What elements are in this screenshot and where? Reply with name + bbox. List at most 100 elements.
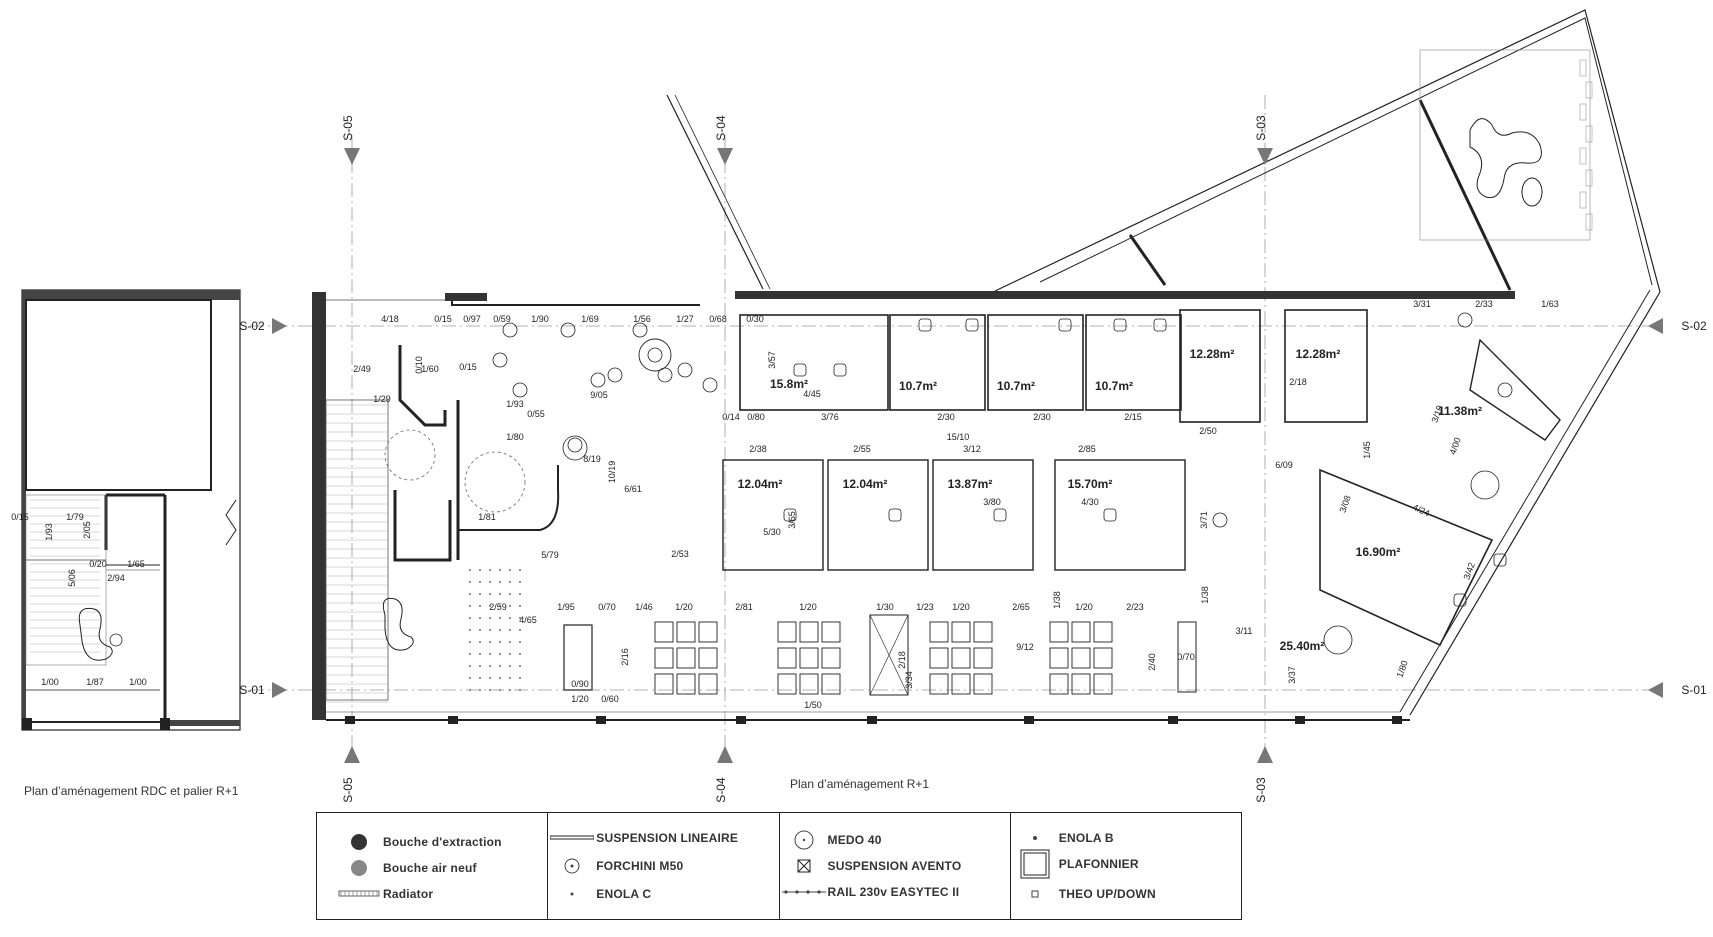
dimension-label: 0/70 bbox=[1177, 652, 1195, 662]
section-marker-arrow bbox=[717, 148, 733, 165]
dimension-label: 4/18 bbox=[381, 314, 399, 324]
dimension-label: 1/38 bbox=[1200, 586, 1210, 604]
medo-icon bbox=[780, 828, 828, 852]
legend-label: Bouche air neuf bbox=[383, 861, 477, 875]
dimension-label: 3/57 bbox=[767, 351, 777, 369]
dimension-label: 1/60 bbox=[421, 364, 439, 374]
section-marker-arrow bbox=[344, 746, 360, 763]
dimension-label: 4/00 bbox=[1447, 436, 1462, 456]
legend-item-rail: RAIL 230v EASYTEC II bbox=[780, 879, 1010, 905]
legend-item-suspension_lineaire: SUSPENSION LINEAIRE bbox=[548, 825, 778, 851]
dimension-label: 2/49 bbox=[353, 364, 371, 374]
dimension-label: 15/10 bbox=[947, 432, 970, 442]
room-area-label: 12.04m² bbox=[738, 477, 783, 491]
enola-c-icon bbox=[548, 882, 596, 906]
dimension-label: 10/19 bbox=[607, 461, 617, 484]
legend-label: MEDO 40 bbox=[827, 833, 882, 847]
dimension-label: 8/19 bbox=[583, 454, 601, 464]
legend-column: ENOLA B PLAFONNIER THEO UP/DOWN bbox=[1009, 813, 1241, 919]
dimension-label: 0/68 bbox=[709, 314, 727, 324]
dimension-label: 0/15 bbox=[459, 362, 477, 372]
dimension-label: 0/10 bbox=[414, 356, 424, 374]
dimension-label: 0/55 bbox=[527, 409, 545, 419]
dimension-label: 3/71 bbox=[1199, 511, 1209, 529]
legend-label: FORCHINI M50 bbox=[596, 859, 684, 873]
dimension-label: 5/30 bbox=[763, 527, 781, 537]
linear-suspension-icon bbox=[548, 826, 596, 850]
legend-item-radiator: Radiator bbox=[317, 881, 547, 907]
dimension-label: 5/79 bbox=[541, 550, 559, 560]
dimension-label: 1/93 bbox=[44, 523, 54, 541]
legend-label: PLAFONNIER bbox=[1058, 857, 1139, 871]
legend-label: Radiator bbox=[383, 887, 434, 901]
room-area-label: 25.40m² bbox=[1280, 639, 1325, 653]
forchini-icon bbox=[548, 854, 596, 878]
room-area-label: 10.7m² bbox=[997, 379, 1035, 393]
room-area-label: 12.04m² bbox=[843, 477, 888, 491]
section-marker-arrow bbox=[272, 318, 287, 334]
section-marker-arrow bbox=[272, 682, 287, 698]
legend-label: THEO UP/DOWN bbox=[1058, 887, 1156, 901]
dimension-label: 3/08 bbox=[1337, 494, 1352, 514]
dimension-label: 1/81 bbox=[478, 512, 496, 522]
filled-dark-circle-icon bbox=[335, 830, 383, 854]
dimension-label: 3/31 bbox=[1413, 299, 1431, 309]
legend-item-bouche_air_neuf: Bouche air neuf bbox=[317, 855, 547, 881]
dimension-label: 9/12 bbox=[1016, 642, 1034, 652]
rail-icon bbox=[780, 880, 828, 904]
legend-label: ENOLA B bbox=[1058, 831, 1114, 845]
section-label-top: S-03 bbox=[1254, 115, 1268, 141]
dimension-label: 0/20 bbox=[89, 559, 107, 569]
section-label-left: S-01 bbox=[239, 683, 265, 697]
dimension-label: 1/90 bbox=[531, 314, 549, 324]
section-label-top: S-04 bbox=[714, 115, 728, 141]
dimension-label: 5/06 bbox=[67, 569, 77, 587]
dimension-label: 4/24 bbox=[1411, 502, 1431, 518]
dimension-label: 3/65 bbox=[787, 511, 797, 529]
dimension-label: 1/69 bbox=[581, 314, 599, 324]
dimension-label: 2/18 bbox=[1289, 377, 1307, 387]
dimension-label: 0/60 bbox=[601, 694, 619, 704]
section-axis-lines bbox=[250, 95, 1660, 750]
room-area-label: 15.70m² bbox=[1068, 477, 1113, 491]
dimension-label: 1/20 bbox=[1075, 602, 1093, 612]
dimension-label: 0/80 bbox=[747, 412, 765, 422]
dimension-label: 3/34 bbox=[904, 671, 914, 689]
dimension-label: 2/38 bbox=[749, 444, 767, 454]
section-marker-arrow bbox=[1257, 746, 1273, 763]
legend-item-avento: SUSPENSION AVENTO bbox=[780, 853, 1010, 879]
dimension-label: 2/55 bbox=[853, 444, 871, 454]
room-area-label: 12.28m² bbox=[1190, 347, 1235, 361]
dimension-label: 1/38 bbox=[1052, 591, 1062, 609]
section-label-bottom: S-04 bbox=[714, 777, 728, 803]
room-area-label: 16.90m² bbox=[1356, 545, 1401, 559]
left-plan-caption: Plan d’aménagement RDC et palier R+1 bbox=[24, 784, 239, 798]
section-marker-arrow bbox=[1257, 148, 1273, 165]
dimension-label: 2/85 bbox=[1078, 444, 1096, 454]
dimension-label: 1/27 bbox=[676, 314, 694, 324]
main-plan-caption: Plan d’aménagement R+1 bbox=[790, 777, 930, 791]
legend-item-forchini: FORCHINI M50 bbox=[548, 853, 778, 879]
dimension-label: 0/70 bbox=[598, 602, 616, 612]
dimension-label: 3/11 bbox=[1236, 626, 1253, 636]
section-marker-arrow bbox=[344, 148, 360, 165]
dimension-label: 1/20 bbox=[675, 602, 693, 612]
building-structure bbox=[21, 9, 1661, 731]
dimension-label: 3/37 bbox=[1287, 666, 1297, 684]
dimension-label: 2/65 bbox=[1012, 602, 1030, 612]
dimension-label: 1/63 bbox=[1541, 299, 1559, 309]
section-label-bottom: S-03 bbox=[1254, 777, 1268, 803]
room-area-label: 10.7m² bbox=[899, 379, 937, 393]
dimension-label: 0/14 bbox=[722, 412, 740, 422]
dimension-label: 1/20 bbox=[571, 694, 589, 704]
dimension-label: 1/56 bbox=[633, 314, 651, 324]
dimension-label: 2/81 bbox=[735, 602, 753, 612]
legend-label: Bouche d'extraction bbox=[383, 835, 502, 849]
furniture bbox=[382, 312, 1513, 655]
legend-item-medo: MEDO 40 bbox=[780, 827, 1010, 853]
